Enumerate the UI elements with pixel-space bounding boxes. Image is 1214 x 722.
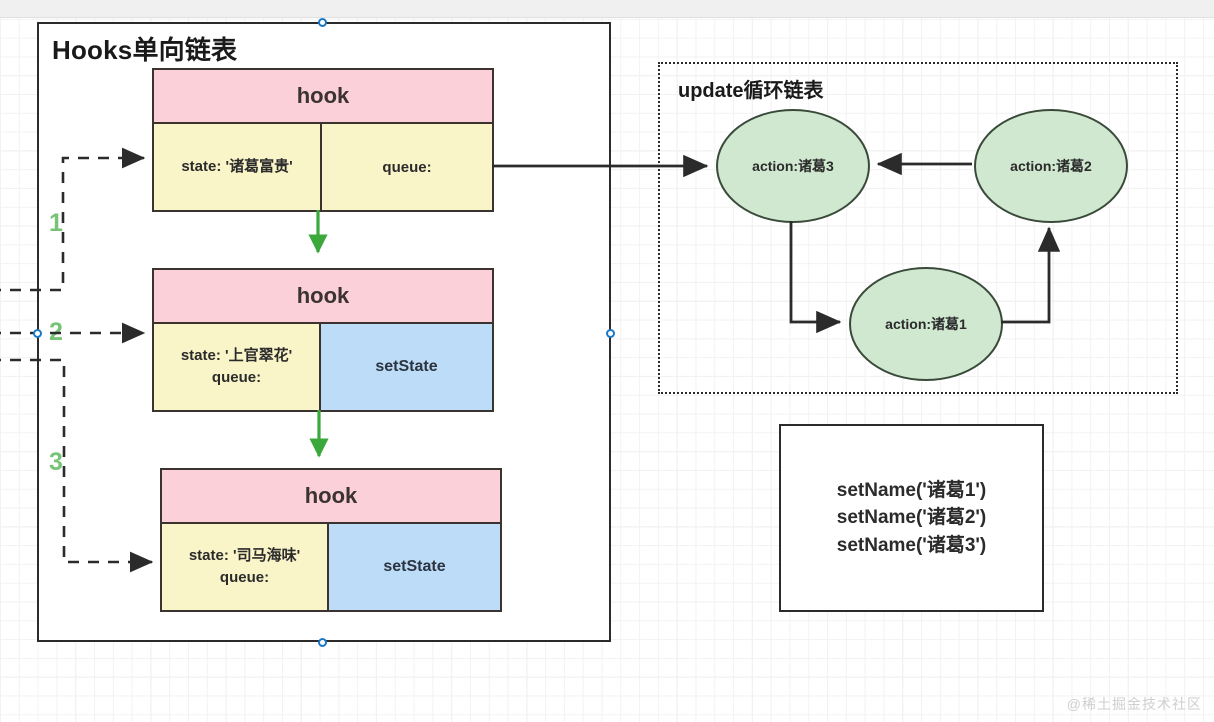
hook-card-2-state-cell: state: '上官翠花' queue:	[154, 324, 319, 410]
hook-card-3-header: hook	[162, 470, 500, 524]
hook-card-3[interactable]: hook state: '司马海味' queue: setState	[160, 468, 502, 612]
hook-card-1-body: state: '诸葛富贵' queue:	[154, 124, 492, 210]
setname-calls-box[interactable]: setName('诸葛1') setName('诸葛2') setName('诸…	[779, 424, 1044, 612]
hook-card-2-setstate-cell[interactable]: setState	[319, 324, 492, 410]
hook-card-3-body: state: '司马海味' queue: setState	[162, 524, 500, 610]
update-node-action-1-label: action:诸葛1	[885, 316, 967, 332]
update-node-action-3-label: action:诸葛3	[752, 158, 834, 174]
hooks-panel-title: Hooks单向链表	[52, 35, 238, 65]
hook-card-3-state-cell: state: '司马海味' queue:	[162, 524, 327, 610]
update-node-action-2[interactable]: action:诸葛2	[974, 109, 1128, 223]
sequence-label-1: 1	[49, 209, 63, 237]
toolbar-strip	[0, 0, 1214, 18]
selection-handle-bottom[interactable]	[318, 638, 327, 647]
hook-card-3-setstate-cell[interactable]: setState	[327, 524, 500, 610]
hook-card-1-queue-cell: queue:	[320, 124, 492, 210]
hook-card-2-header: hook	[154, 270, 492, 324]
update-node-action-1[interactable]: action:诸葛1	[849, 267, 1003, 381]
hook-card-2-body: state: '上官翠花' queue: setState	[154, 324, 492, 410]
selection-handle-top[interactable]	[318, 18, 327, 27]
hook-card-1-state-cell: state: '诸葛富贵'	[154, 124, 320, 210]
hook-card-1-header: hook	[154, 70, 492, 124]
hook-card-1[interactable]: hook state: '诸葛富贵' queue:	[152, 68, 494, 212]
hook-card-2[interactable]: hook state: '上官翠花' queue: setState	[152, 268, 494, 412]
update-panel-title: update循环链表	[678, 80, 824, 102]
watermark-text: @稀土掘金技术社区	[1066, 696, 1202, 712]
selection-handle-left[interactable]	[33, 329, 42, 338]
sequence-label-2: 2	[49, 318, 63, 346]
sequence-label-3: 3	[49, 448, 63, 476]
update-node-action-2-label: action:诸葛2	[1010, 158, 1092, 174]
setname-calls-text: setName('诸葛1') setName('诸葛2') setName('诸…	[836, 479, 987, 556]
selection-handle-right[interactable]	[606, 329, 615, 338]
hooks-linked-list-panel[interactable]: Hooks单向链表 hook state: '诸葛富贵' queue: hook…	[37, 22, 611, 642]
update-circular-list-panel[interactable]: update循环链表 action:诸葛3 action:诸葛2 action:…	[658, 62, 1178, 394]
update-node-action-3[interactable]: action:诸葛3	[716, 109, 870, 223]
